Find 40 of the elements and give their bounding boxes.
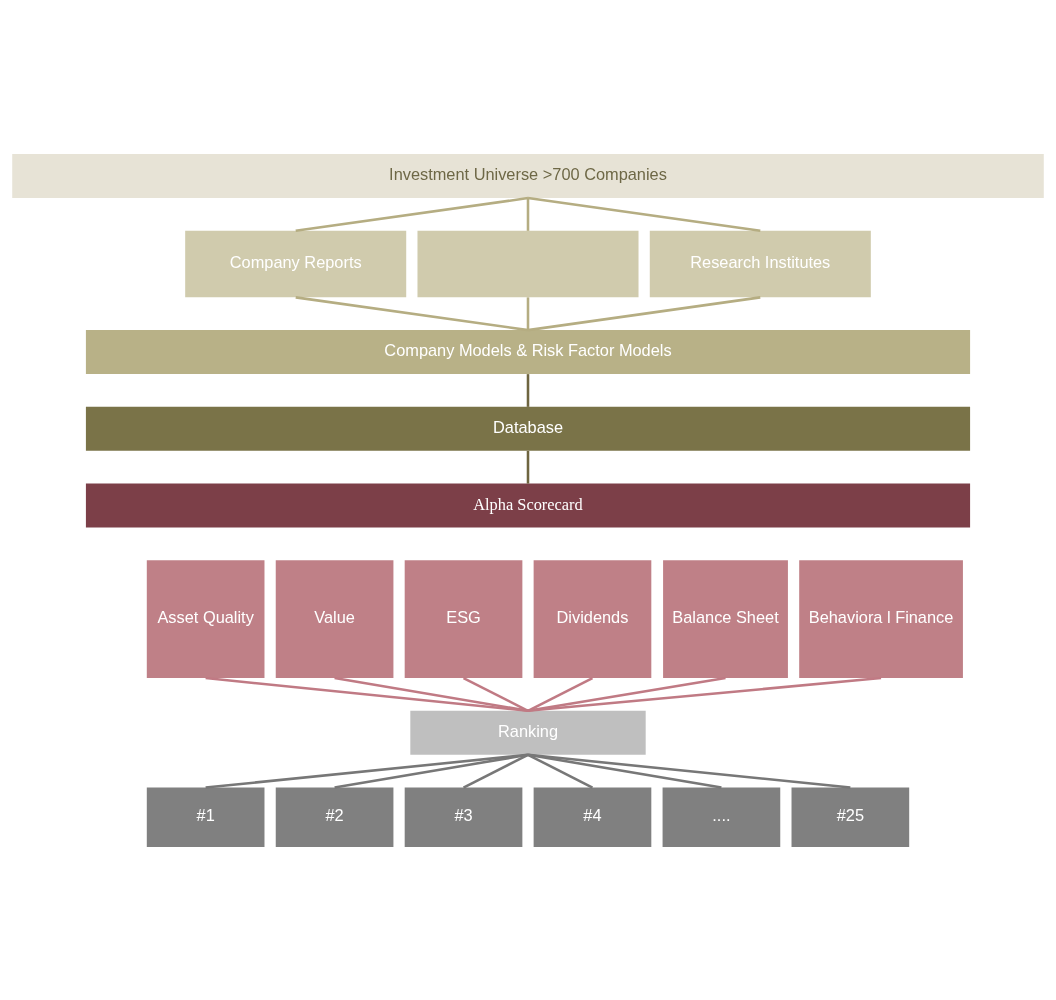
node-box: ESG (404, 559, 523, 678)
node-box: Research Institutes (649, 230, 871, 297)
node-box: Company Models & Risk Factor Models (85, 329, 971, 374)
connector (527, 676, 726, 712)
connector (527, 196, 761, 232)
node-box: Company Reports (185, 230, 407, 297)
node-box: Ranking (410, 710, 646, 755)
connector (462, 753, 529, 789)
node-box: Alpha Scorecard (85, 483, 971, 528)
connector (527, 753, 851, 789)
connector (527, 295, 761, 331)
node-box: Asset Quality (146, 559, 265, 678)
connector (295, 196, 529, 232)
node-box: Dividends (533, 559, 652, 678)
connector (526, 197, 530, 231)
connector (526, 450, 530, 484)
node-box: #4 (533, 787, 652, 847)
connector (527, 676, 882, 712)
connector (462, 676, 529, 712)
connector (334, 753, 529, 789)
node-box: #2 (275, 787, 394, 847)
node-box: #25 (791, 787, 910, 847)
connector (295, 295, 529, 331)
node-box: .... (662, 787, 781, 847)
node-box: Balance Sheet (663, 559, 788, 678)
node-box: Value (275, 559, 394, 678)
node-box: #1 (146, 787, 265, 847)
connector (526, 373, 530, 407)
node-box: Database (85, 406, 971, 451)
connector (527, 753, 722, 789)
connector (526, 296, 530, 330)
connector (205, 753, 529, 789)
connector (205, 676, 529, 712)
connector (334, 676, 529, 712)
node-box: Behaviora l Finance (799, 559, 963, 678)
node-box: #3 (404, 787, 523, 847)
node-box: Investment Universe >700 Companies (12, 153, 1044, 198)
connector (527, 753, 594, 789)
connector (527, 676, 594, 712)
node-box (417, 230, 639, 297)
